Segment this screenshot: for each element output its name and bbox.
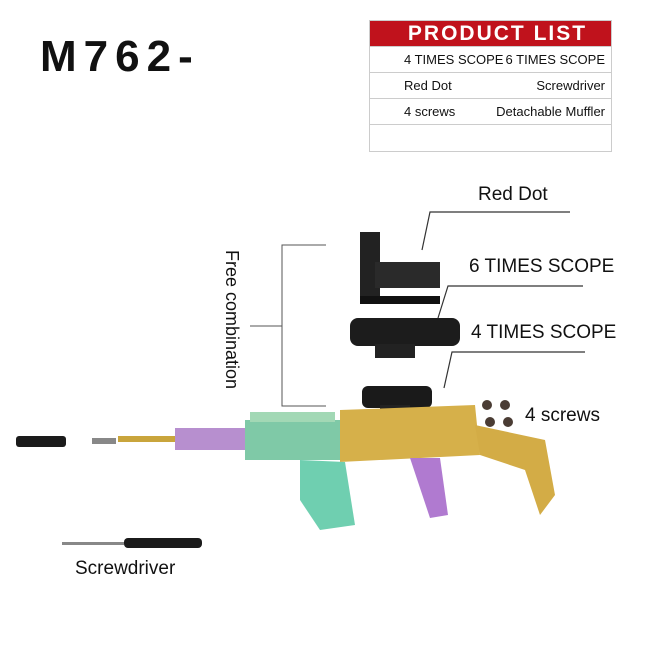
table-cell: 6 TIMES SCOPE bbox=[505, 52, 605, 67]
product-title: M762- bbox=[40, 32, 200, 81]
screwdriver-image bbox=[62, 538, 202, 548]
six-times-scope-label: 6 TIMES SCOPE bbox=[469, 256, 615, 277]
table-row: 4 TIMES SCOPE 6 TIMES SCOPE bbox=[370, 46, 611, 72]
product-list-table: PRODUCT LIST 4 TIMES SCOPE 6 TIMES SCOPE… bbox=[369, 20, 612, 152]
table-row: 4 screws Detachable Muffler bbox=[370, 98, 611, 124]
screwdriver-label: Screwdriver bbox=[75, 558, 176, 579]
screws-label: 4 screws bbox=[525, 405, 600, 426]
four-times-scope-label: 4 TIMES SCOPE bbox=[471, 322, 617, 343]
table-row: Red Dot Screwdriver bbox=[370, 72, 611, 98]
red-dot-label: Red Dot bbox=[478, 184, 548, 205]
table-cell: Detachable Muffler bbox=[496, 104, 605, 119]
leader-lines bbox=[421, 211, 585, 389]
combination-bracket bbox=[250, 244, 326, 407]
table-cell: Screwdriver bbox=[536, 78, 605, 93]
table-cell: 4 screws bbox=[404, 104, 456, 119]
product-list-heading: PRODUCT LIST bbox=[370, 21, 611, 46]
muffler-image bbox=[16, 436, 116, 447]
table-row-empty bbox=[370, 124, 611, 151]
table-cell: 4 TIMES SCOPE bbox=[404, 52, 504, 67]
free-combination-label: Free combination bbox=[222, 250, 242, 390]
screws-image bbox=[482, 400, 513, 427]
table-cell: Red Dot bbox=[404, 78, 452, 93]
red-dot-sight-image bbox=[360, 232, 440, 304]
six-times-scope-image bbox=[350, 318, 460, 358]
rifle-image bbox=[118, 405, 555, 530]
